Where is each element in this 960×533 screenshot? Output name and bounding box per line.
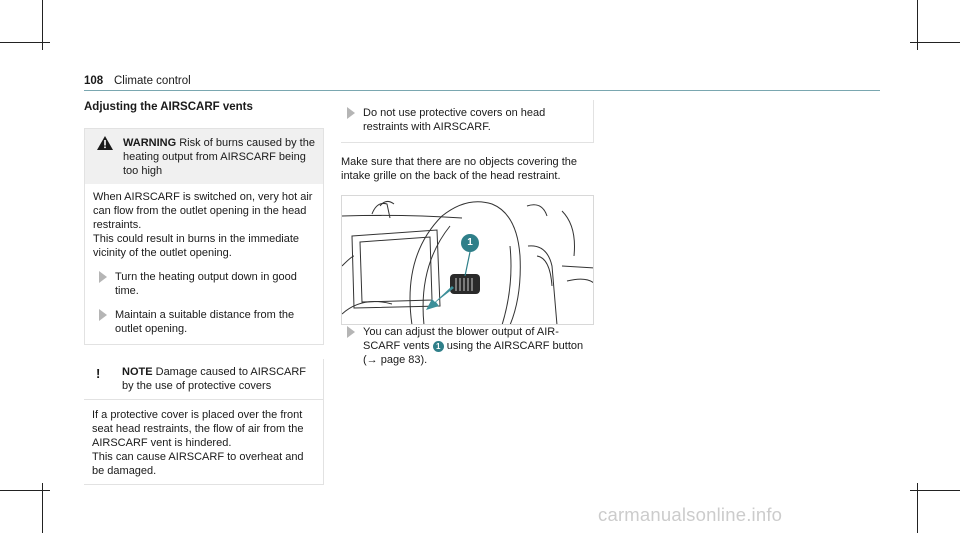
note-body: If a protective cover is placed over the…	[84, 400, 323, 484]
header-rule	[84, 90, 880, 91]
step-item: Turn the heating output down in good tim…	[93, 270, 315, 298]
head-restraint-illustration: 1	[341, 195, 594, 325]
step-arrow-icon	[99, 271, 107, 283]
step-item: Do not use protective covers on head res…	[341, 106, 585, 134]
step-arrow-icon	[347, 326, 355, 338]
note-headline: Damage caused to AIRSCARF by the use of …	[122, 366, 307, 392]
warning-text: When AIRSCARF is switched on, very hot a…	[93, 191, 313, 231]
crop-mark	[42, 483, 43, 533]
warning-text: This could result in burns in the immedi…	[93, 233, 300, 259]
crop-mark	[0, 490, 50, 491]
paragraph: Make sure that there are no objects cove…	[341, 156, 578, 182]
left-column: Adjusting the AIRSCARF vents WARNING Ris…	[84, 100, 324, 485]
step-arrow-icon	[99, 309, 107, 321]
crop-mark	[917, 0, 918, 50]
warning-triangle-icon	[97, 136, 113, 154]
illustration-drawing	[342, 200, 593, 324]
warning-header: WARNING Risk of burns caused by the heat…	[85, 129, 323, 184]
crop-mark	[910, 490, 960, 491]
callout-marker: 1	[461, 234, 479, 252]
warning-headline: Risk of burns caused by the heating outp…	[123, 137, 315, 177]
page-header: 108 Climate control	[84, 72, 880, 92]
crop-mark	[917, 483, 918, 533]
page-number: 108	[84, 75, 104, 87]
note-text: If a protective cover is placed over the…	[92, 409, 304, 449]
middle-column: Do not use protective covers on head res…	[341, 100, 594, 367]
callout-badge: 1	[432, 341, 444, 352]
step-text: Do not use protective covers on head res…	[363, 107, 546, 133]
instruction-box: Do not use protective covers on head res…	[341, 100, 594, 143]
note-header: ! NOTE Damage caused to AIRSCARF by the …	[84, 359, 323, 400]
step-arrow-icon	[347, 107, 355, 119]
chapter-title: Climate control	[114, 75, 191, 87]
watermark: carmanualsonline.info	[598, 504, 783, 525]
step-item: You can adjust the blower output of AIR-…	[341, 325, 594, 367]
warning-box: WARNING Risk of burns caused by the heat…	[84, 128, 324, 345]
section-title: Adjusting the AIRSCARF vents	[84, 101, 253, 113]
warning-label: WARNING	[123, 137, 177, 149]
step-item: Maintain a suitable distance from the ou…	[93, 308, 315, 336]
step-text: Turn the heating output down in good tim…	[115, 271, 297, 297]
warning-body: When AIRSCARF is switched on, very hot a…	[85, 184, 323, 344]
step-text: You can adjust the blower output of AIR-…	[363, 326, 559, 352]
step-text: Maintain a suitable distance from the ou…	[115, 309, 295, 335]
exclamation-icon: !	[96, 366, 101, 381]
note-text: This can cause AIRSCARF to overheat and …	[92, 451, 304, 477]
crop-mark	[910, 42, 960, 43]
crop-mark	[0, 42, 50, 43]
note-label: NOTE	[122, 366, 153, 378]
crop-mark	[42, 0, 43, 50]
step-text: using the AIRSCARF button (→ page 83).	[363, 340, 584, 366]
note-box: ! NOTE Damage caused to AIRSCARF by the …	[84, 359, 324, 485]
